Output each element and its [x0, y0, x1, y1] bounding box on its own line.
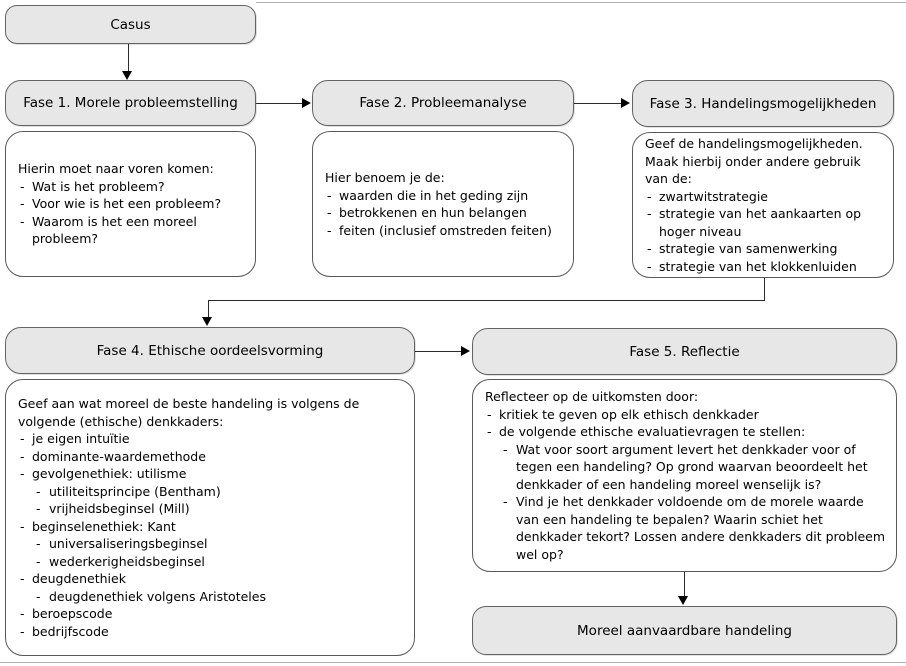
- fase3-detail-box: Geef de handelingsmogelijkheden. Maak hi…: [632, 132, 894, 278]
- fase1-header-box: Fase 1. Morele probleemstelling: [5, 80, 256, 126]
- fase2-title: Fase 2. Probleemanalyse: [359, 95, 527, 111]
- fase1-intro: Hierin moet naar voren komen:: [18, 161, 214, 177]
- arrow-fase3-fase4-head: [202, 317, 212, 326]
- sub-bullet-item: Wat voor soort argument levert het denkk…: [485, 441, 888, 494]
- arrow-fase5-outcome-line: [684, 572, 685, 597]
- fase2-header-box: Fase 2. Probleemanalyse: [312, 80, 574, 126]
- sub-bullet-item: wederkerigheidsbeginsel: [18, 553, 406, 571]
- bullet-item: strategie van het aankaarten op hoger ni…: [645, 205, 885, 240]
- fase3-header-box: Fase 3. Handelingsmogelijkheden: [632, 80, 894, 127]
- fase2-intro: Hier benoem je de:: [325, 170, 445, 185]
- bullet-item: kritiek te geven op elk ethisch denkkade…: [485, 406, 888, 424]
- fase3-title: Fase 3. Handelingsmogelijkheden: [649, 95, 877, 112]
- sub-bullet-item: universaliseringsbeginsel: [18, 535, 406, 553]
- outcome-label: Moreel aanvaardbare handeling: [577, 622, 792, 639]
- fase4-intro: Geef aan wat moreel de beste handeling i…: [18, 396, 360, 429]
- top-rule-line: [256, 2, 906, 3]
- fase4-detail-box: Geef aan wat moreel de beste handeling i…: [5, 379, 415, 656]
- fase4-title: Fase 4. Ethische oordeelsvorming: [96, 342, 324, 359]
- bullet-item: zwartwitstrategie: [645, 188, 885, 206]
- fase1-detail-box: Hierin moet naar voren komen: Wat is het…: [5, 131, 256, 277]
- elbow-fase3-fase4-segment-across: [208, 300, 765, 301]
- arrow-fase4-fase5-head: [461, 345, 470, 356]
- bullet-item: bedrijfscode: [18, 623, 406, 641]
- arrow-casus-fase1-head: [122, 71, 132, 80]
- fase4-header-box: Fase 4. Ethische oordeelsvorming: [5, 327, 415, 374]
- fase5-intro: Reflecteer op de uitkomsten door:: [485, 389, 699, 404]
- fase1-title: Fase 1. Morele probleemstelling: [23, 95, 238, 111]
- bottom-rule-line: [0, 662, 906, 663]
- arrow-fase1-fase2-head: [302, 98, 311, 108]
- bullet-item: waarden die in het geding zijn: [325, 187, 565, 205]
- elbow-fase3-fase4-segment-into: [208, 300, 209, 318]
- sub-bullet-item: Vind je het denkkader voldoende om de mo…: [485, 493, 888, 563]
- sub-bullet-item: utiliteitsprincipe (Bentham): [18, 483, 406, 501]
- bullet-item: deugdenethiek: [18, 570, 406, 588]
- bullet-item: Wat is het probleem?: [18, 178, 247, 196]
- bullet-item: beroepscode: [18, 605, 406, 623]
- outcome-box: Moreel aanvaardbare handeling: [472, 606, 897, 655]
- fase5-header-box: Fase 5. Reflectie: [472, 328, 897, 375]
- sub-bullet-item: vrijheidsbeginsel (Mill): [18, 500, 406, 518]
- fase3-intro: Geef de handelingsmogelijkheden. Maak hi…: [645, 136, 863, 186]
- fase2-detail-box: Hier benoem je de: waarden die in het ge…: [312, 131, 574, 277]
- bullet-item: strategie van samenwerking: [645, 240, 885, 258]
- elbow-fase3-fase4-segment-down: [764, 278, 765, 300]
- bullet-item: de volgende ethische evaluatievragen te …: [485, 423, 888, 441]
- arrow-fase4-fase5-line: [415, 351, 461, 352]
- arrow-fase5-outcome-head: [678, 596, 688, 605]
- arrow-fase2-fase3-head: [621, 98, 630, 108]
- fase5-title: Fase 5. Reflectie: [629, 343, 740, 360]
- bullet-item: gevolgenethiek: utilisme: [18, 465, 406, 483]
- bullet-item: Voor wie is het een probleem?: [18, 195, 247, 213]
- sub-bullet-item: deugdenethiek volgens Aristoteles: [18, 588, 406, 606]
- bullet-item: betrokkenen en hun belangen: [325, 204, 565, 222]
- arrow-casus-fase1-line: [128, 44, 129, 72]
- casus-label: Casus: [110, 16, 151, 33]
- fase5-detail-box: Reflecteer op de uitkomsten door: kritie…: [472, 379, 897, 572]
- bullet-item: strategie van het klokkenluiden: [645, 258, 885, 276]
- bullet-item: je eigen intuïtie: [18, 430, 406, 448]
- bullet-item: beginselenethiek: Kant: [18, 518, 406, 536]
- bullet-item: dominante-waardemethode: [18, 448, 406, 466]
- arrow-fase2-fase3-line: [574, 103, 621, 104]
- arrow-fase1-fase2-line: [256, 103, 302, 104]
- bullet-item: feiten (inclusief omstreden feiten): [325, 222, 565, 240]
- casus-box: Casus: [5, 5, 256, 44]
- bullet-item: Waarom is het een moreel probleem?: [18, 213, 247, 248]
